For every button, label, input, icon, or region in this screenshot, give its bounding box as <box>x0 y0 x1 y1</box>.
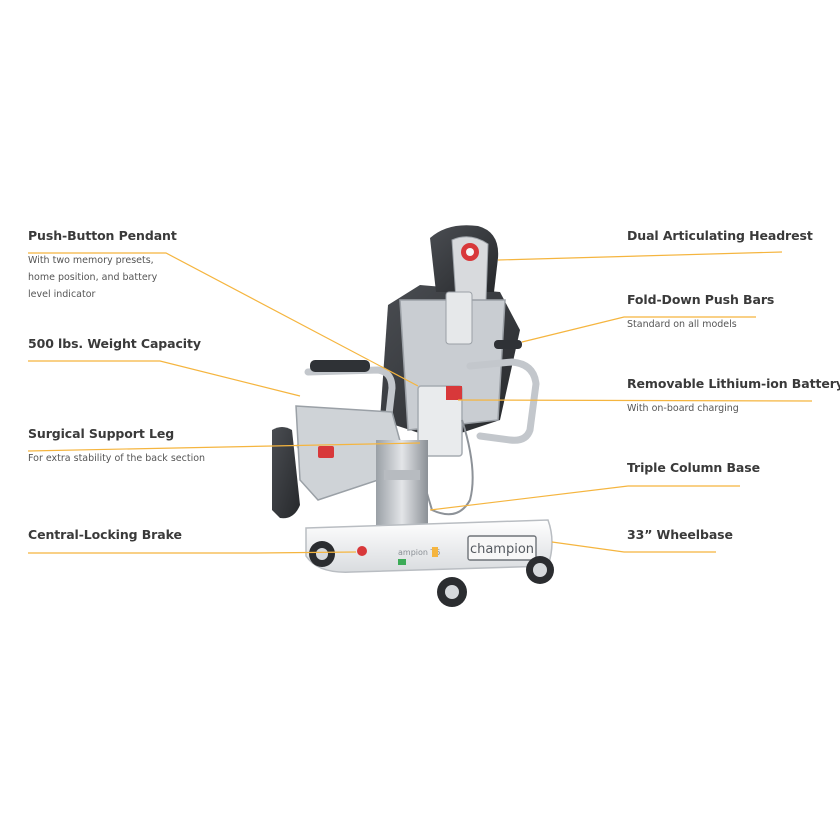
callout-support-leg: Surgical Support Leg For extra stability… <box>28 426 205 467</box>
caster-front-left <box>309 541 335 567</box>
callout-title: 33” Wheelbase <box>627 527 733 542</box>
callout-description: With on-board charging <box>627 403 739 414</box>
callout-title: Surgical Support Leg <box>28 426 175 441</box>
callout-wheelbase: 33” Wheelbase <box>627 527 733 542</box>
callout-push-bars: Fold-Down Push Bars Standard on all mode… <box>627 292 774 333</box>
leader-column <box>429 485 740 511</box>
callout-title: Removable Lithium-ion Battery <box>627 376 840 391</box>
callout-description: For extra stability of the back section <box>28 453 206 464</box>
headrest-mechanism <box>451 236 489 301</box>
leader-lines <box>27 251 813 554</box>
leader-wheelbase <box>551 541 716 553</box>
leader-pendant <box>28 252 419 387</box>
callout-title: 500 lbs. Weight Capacity <box>28 336 201 351</box>
brake-pedal <box>357 546 367 556</box>
callout-column: Triple Column Base <box>627 460 760 475</box>
callout-title: Dual Articulating Headrest <box>627 228 813 243</box>
brand-label: champion <box>470 542 534 557</box>
leader-weight <box>28 360 301 397</box>
callout-title: Fold-Down Push Bars <box>627 292 775 307</box>
arm-rail <box>296 366 396 450</box>
callout-description: With two memory presets, home position, … <box>28 255 158 300</box>
callout-brake: Central-Locking Brake <box>28 527 182 542</box>
callout-title: Push-Button Pendant <box>28 228 177 243</box>
caster-front-right <box>437 577 467 607</box>
callout-battery: Removable Lithium-ion Battery With on-bo… <box>627 376 840 417</box>
push-bar <box>466 358 540 444</box>
callout-pendant: Push-Button Pendant With two memory pres… <box>28 228 177 303</box>
leader-support-leg <box>27 442 421 452</box>
leg-cushion <box>272 427 300 519</box>
caster-rear-right <box>526 556 554 584</box>
callout-headrest: Dual Articulating Headrest <box>627 228 813 243</box>
leader-brake <box>28 551 357 554</box>
model-label: ampion T5 <box>398 548 440 557</box>
brand-plate <box>467 535 537 561</box>
callout-title: Triple Column Base <box>627 460 760 475</box>
column-base <box>376 440 428 530</box>
pendant-cable <box>419 419 474 516</box>
leader-push-bars <box>521 316 756 343</box>
leader-battery <box>457 399 813 402</box>
callout-weight: 500 lbs. Weight Capacity <box>28 336 201 351</box>
callout-title: Central-Locking Brake <box>28 527 182 542</box>
leader-headrest <box>497 251 783 261</box>
callout-description: Standard on all models <box>627 319 737 330</box>
